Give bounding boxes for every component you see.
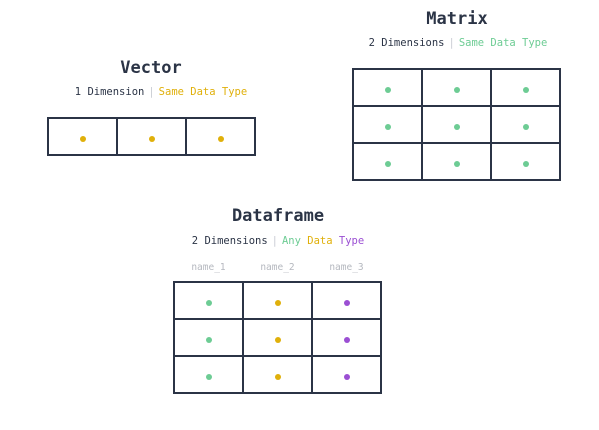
vector-title: Vector — [120, 58, 182, 78]
matrix-dimensions: 2 Dimensions — [368, 37, 445, 49]
dataframe-cell — [173, 318, 244, 357]
matrix-cell — [421, 68, 492, 107]
dataframe-cell — [173, 355, 244, 394]
dataframe-row — [173, 281, 382, 320]
dataframe-subtitle: 2 Dimensions|Any Data Type — [168, 235, 388, 247]
green-dot-icon — [384, 124, 391, 130]
matrix-cell — [352, 142, 423, 181]
dataframe-column-header-3: name_3 — [329, 262, 364, 273]
matrix-row — [352, 105, 561, 144]
vector-subtitle: 1 Dimension|Same Data Type — [46, 86, 276, 98]
matrix-subtitle: 2 Dimensions|Same Data Type — [348, 37, 568, 49]
dataframe-cell — [311, 318, 382, 357]
green-dot-icon — [522, 87, 529, 93]
yellow-dot-icon — [274, 300, 281, 306]
dataframe-title: Dataframe — [231, 206, 325, 226]
dataframe-grid — [173, 281, 382, 394]
green-dot-icon — [205, 374, 212, 380]
vector-cell — [47, 117, 118, 156]
dataframe-cell — [242, 281, 313, 320]
purple-dot-icon — [343, 300, 350, 306]
vector-grid — [47, 117, 256, 156]
matrix-type-label: Same Data Type — [458, 37, 548, 49]
green-dot-icon — [453, 87, 460, 93]
vector-separator: | — [148, 86, 155, 98]
green-dot-icon — [522, 161, 529, 167]
vector-row — [47, 117, 256, 156]
green-dot-icon — [453, 124, 460, 130]
matrix-cell — [490, 142, 561, 181]
vector-cell — [116, 117, 187, 156]
yellow-dot-icon — [79, 136, 86, 142]
vector-cell — [185, 117, 256, 156]
green-dot-icon — [384, 161, 391, 167]
green-dot-icon — [205, 337, 212, 343]
dataframe-cell — [311, 355, 382, 394]
purple-dot-icon — [343, 374, 350, 380]
matrix-cell — [352, 68, 423, 107]
dataframe-cell — [242, 355, 313, 394]
dataframe-column-header-2: name_2 — [260, 262, 295, 273]
dataframe-separator: | — [271, 235, 278, 247]
dataframe-type-type: Type — [338, 235, 365, 247]
matrix-cell — [421, 105, 492, 144]
vector-dimensions: 1 Dimension — [74, 86, 145, 98]
dataframe-column-header-1: name_1 — [191, 262, 226, 273]
matrix-row — [352, 68, 561, 107]
yellow-dot-icon — [274, 337, 281, 343]
dataframe-row — [173, 318, 382, 357]
matrix-cell — [352, 105, 423, 144]
dataframe-cell — [311, 281, 382, 320]
purple-dot-icon — [343, 337, 350, 343]
green-dot-icon — [384, 87, 391, 93]
green-dot-icon — [205, 300, 212, 306]
green-dot-icon — [453, 161, 460, 167]
dataframe-type-any: Any — [281, 235, 301, 247]
dataframe-type-data: Data — [307, 235, 333, 247]
matrix-cell — [490, 105, 561, 144]
green-dot-icon — [522, 124, 529, 130]
matrix-title: Matrix — [426, 9, 488, 29]
dataframe-dimensions: 2 Dimensions — [191, 235, 268, 247]
dataframe-row — [173, 355, 382, 394]
yellow-dot-icon — [274, 374, 281, 380]
yellow-dot-icon — [148, 136, 155, 142]
matrix-cell — [421, 142, 492, 181]
matrix-separator: | — [448, 37, 455, 49]
matrix-row — [352, 142, 561, 181]
matrix-grid — [352, 68, 561, 181]
vector-type-label: Same Data Type — [158, 86, 248, 98]
yellow-dot-icon — [217, 136, 224, 142]
dataframe-cell — [242, 318, 313, 357]
dataframe-cell — [173, 281, 244, 320]
matrix-cell — [490, 68, 561, 107]
